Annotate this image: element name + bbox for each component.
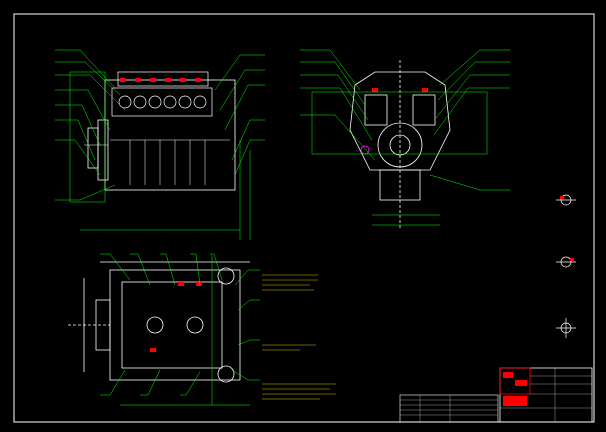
front-view <box>300 49 510 230</box>
general-notes <box>262 274 336 400</box>
title-block <box>399 367 593 423</box>
plan-view <box>68 253 260 406</box>
detail-symbols <box>556 194 576 338</box>
sheet-frame <box>13 13 595 423</box>
side-view <box>55 49 265 240</box>
